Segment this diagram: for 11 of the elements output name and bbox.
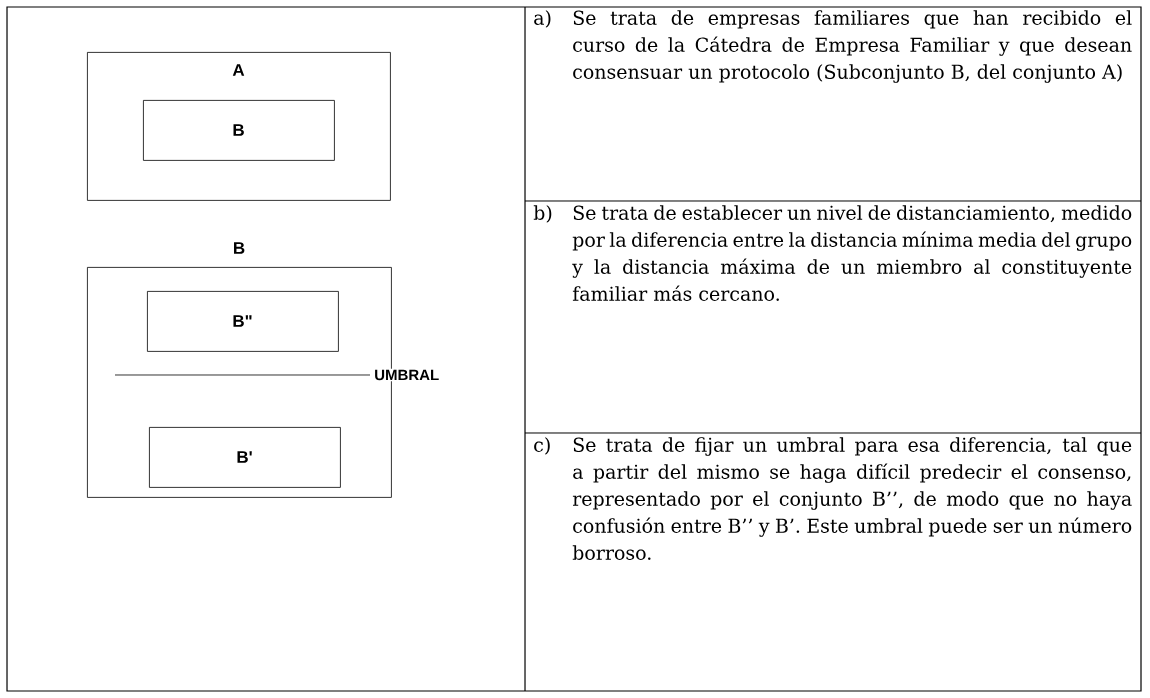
subset-box: B': [149, 427, 341, 488]
subset-box: B: [143, 100, 335, 161]
item-letter: b): [533, 205, 552, 223]
node-label: B: [234, 242, 245, 254]
subset-box: B": [147, 291, 339, 352]
item-text: Se trata de establecer un nivel de distanciamiento, medido por la diferencia entre la distancia mínima media del grupo y la distancia máxima de un miembro al constituyente familiar más cercano.: [572, 205, 1132, 301]
item-letter: c): [534, 437, 550, 455]
item-text: Se trata de empresas familiares que han recibido el curso de la Cátedra de Empresa Familiar y que desean consensuar un protocolo (Subconjunto B, del conjunto A): [573, 10, 1132, 83]
item-letter: a): [534, 10, 551, 28]
threshold-label: UMBRAL: [373, 368, 441, 382]
item-text: Se trata de fijar un umbral para esa diferencia, tal que a partir del mismo se haga difícil predecir el consenso, representado por el conjunto B’’, de modo que no haya confusión entre B’’ y B’. Este umbral puede ser un número borroso.: [572, 437, 1132, 560]
